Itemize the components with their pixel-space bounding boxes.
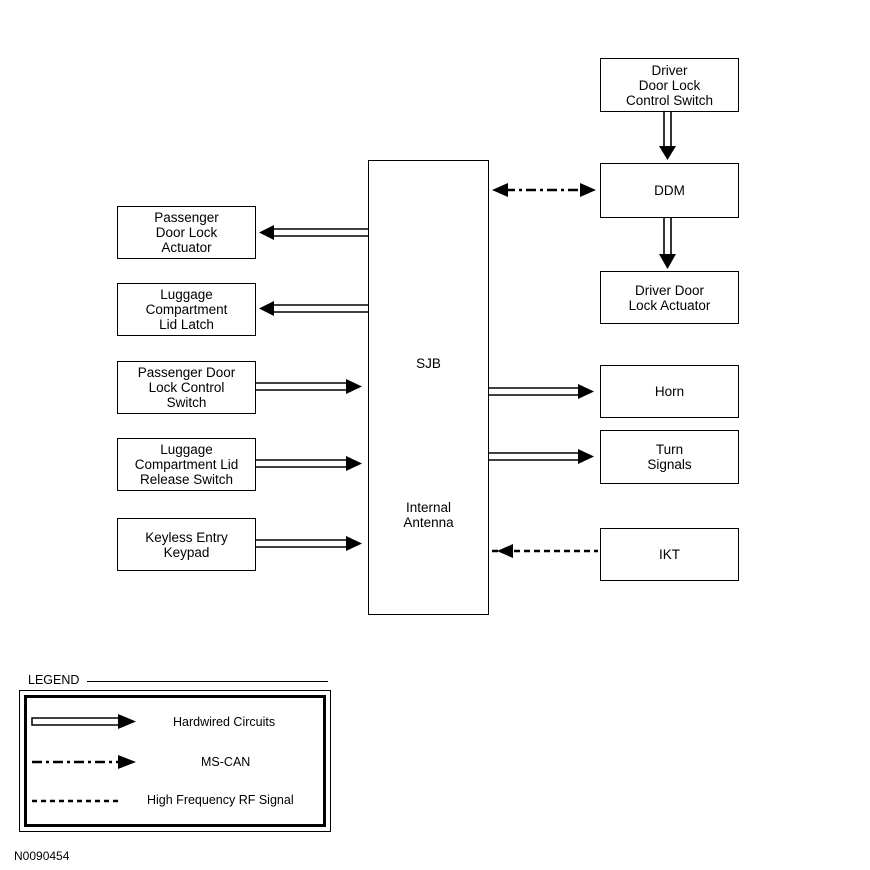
wire-passenger-switch-to-sjb	[256, 379, 362, 394]
turn-signals-label: Turn Signals	[647, 442, 692, 472]
wire-luggage-release-to-sjb	[256, 456, 362, 471]
turn-signals-block: Turn Signals	[600, 430, 739, 484]
wire-driver-switch-to-ddm	[659, 112, 676, 160]
passenger-switch-label: Passenger Door Lock Control Switch	[137, 365, 236, 410]
luggage-compartment-lid-release-switch-block: Luggage Compartment Lid Release Switch	[117, 438, 256, 491]
legend-hardwired-symbol	[31, 714, 136, 729]
legend-rule	[87, 681, 328, 682]
legend-mscan-symbol	[32, 755, 136, 769]
driver-switch-label: Driver Door Lock Control Switch	[625, 62, 714, 108]
horn-label: Horn	[654, 384, 685, 399]
driver-door-lock-actuator-block: Driver Door Lock Actuator	[600, 271, 739, 324]
luggage-compartment-lid-latch-block: Luggage Compartment Lid Latch	[117, 283, 256, 336]
ikt-label: IKT	[658, 547, 680, 562]
keyless-entry-keypad-block: Keyless Entry Keypad	[117, 518, 256, 571]
luggage-release-label: Luggage Compartment Lid Release Switch	[134, 442, 239, 487]
legend-hardwired-label: Hardwired Circuits	[173, 715, 276, 729]
driver-door-lock-control-switch-block: Driver Door Lock Control Switch	[600, 58, 739, 112]
keypad-label: Keyless Entry Keypad	[145, 529, 228, 560]
ddm-label: DDM	[654, 183, 685, 198]
ikt-block: IKT	[600, 528, 739, 581]
driver-actuator-label: Driver Door Lock Actuator	[628, 282, 711, 313]
sjb-block	[368, 160, 489, 615]
legend-title: LEGEND	[28, 673, 80, 687]
legend-mscan-label: MS-CAN	[201, 755, 251, 769]
wire-ddm-to-driver-actuator	[659, 218, 676, 269]
luggage-latch-label: Luggage Compartment Lid Latch	[145, 287, 228, 332]
figure-number: N0090454	[14, 849, 70, 863]
legend-rf-label: High Frequency RF Signal	[147, 793, 294, 807]
ddm-block: DDM	[600, 163, 739, 218]
sjb-label: SJB	[416, 356, 441, 371]
legend-frame-outer	[19, 690, 331, 832]
wire-sjb-to-horn	[488, 384, 594, 399]
wire-sjb-to-luggage-latch	[259, 301, 368, 316]
passenger-door-lock-actuator-block: Passenger Door Lock Actuator	[117, 206, 256, 259]
mscan-sjb-ddm	[492, 183, 596, 197]
wire-sjb-to-turn-signals	[488, 449, 594, 464]
passenger-door-lock-control-switch-block: Passenger Door Lock Control Switch	[117, 361, 256, 414]
wire-sjb-to-passenger-actuator	[259, 225, 368, 240]
wire-keypad-to-sjb	[256, 536, 362, 551]
legend-frame-inner	[24, 695, 326, 827]
passenger-actuator-label: Passenger Door Lock Actuator	[154, 210, 219, 255]
horn-block: Horn	[600, 365, 739, 418]
internal-antenna-label: Internal Antenna	[403, 500, 454, 530]
